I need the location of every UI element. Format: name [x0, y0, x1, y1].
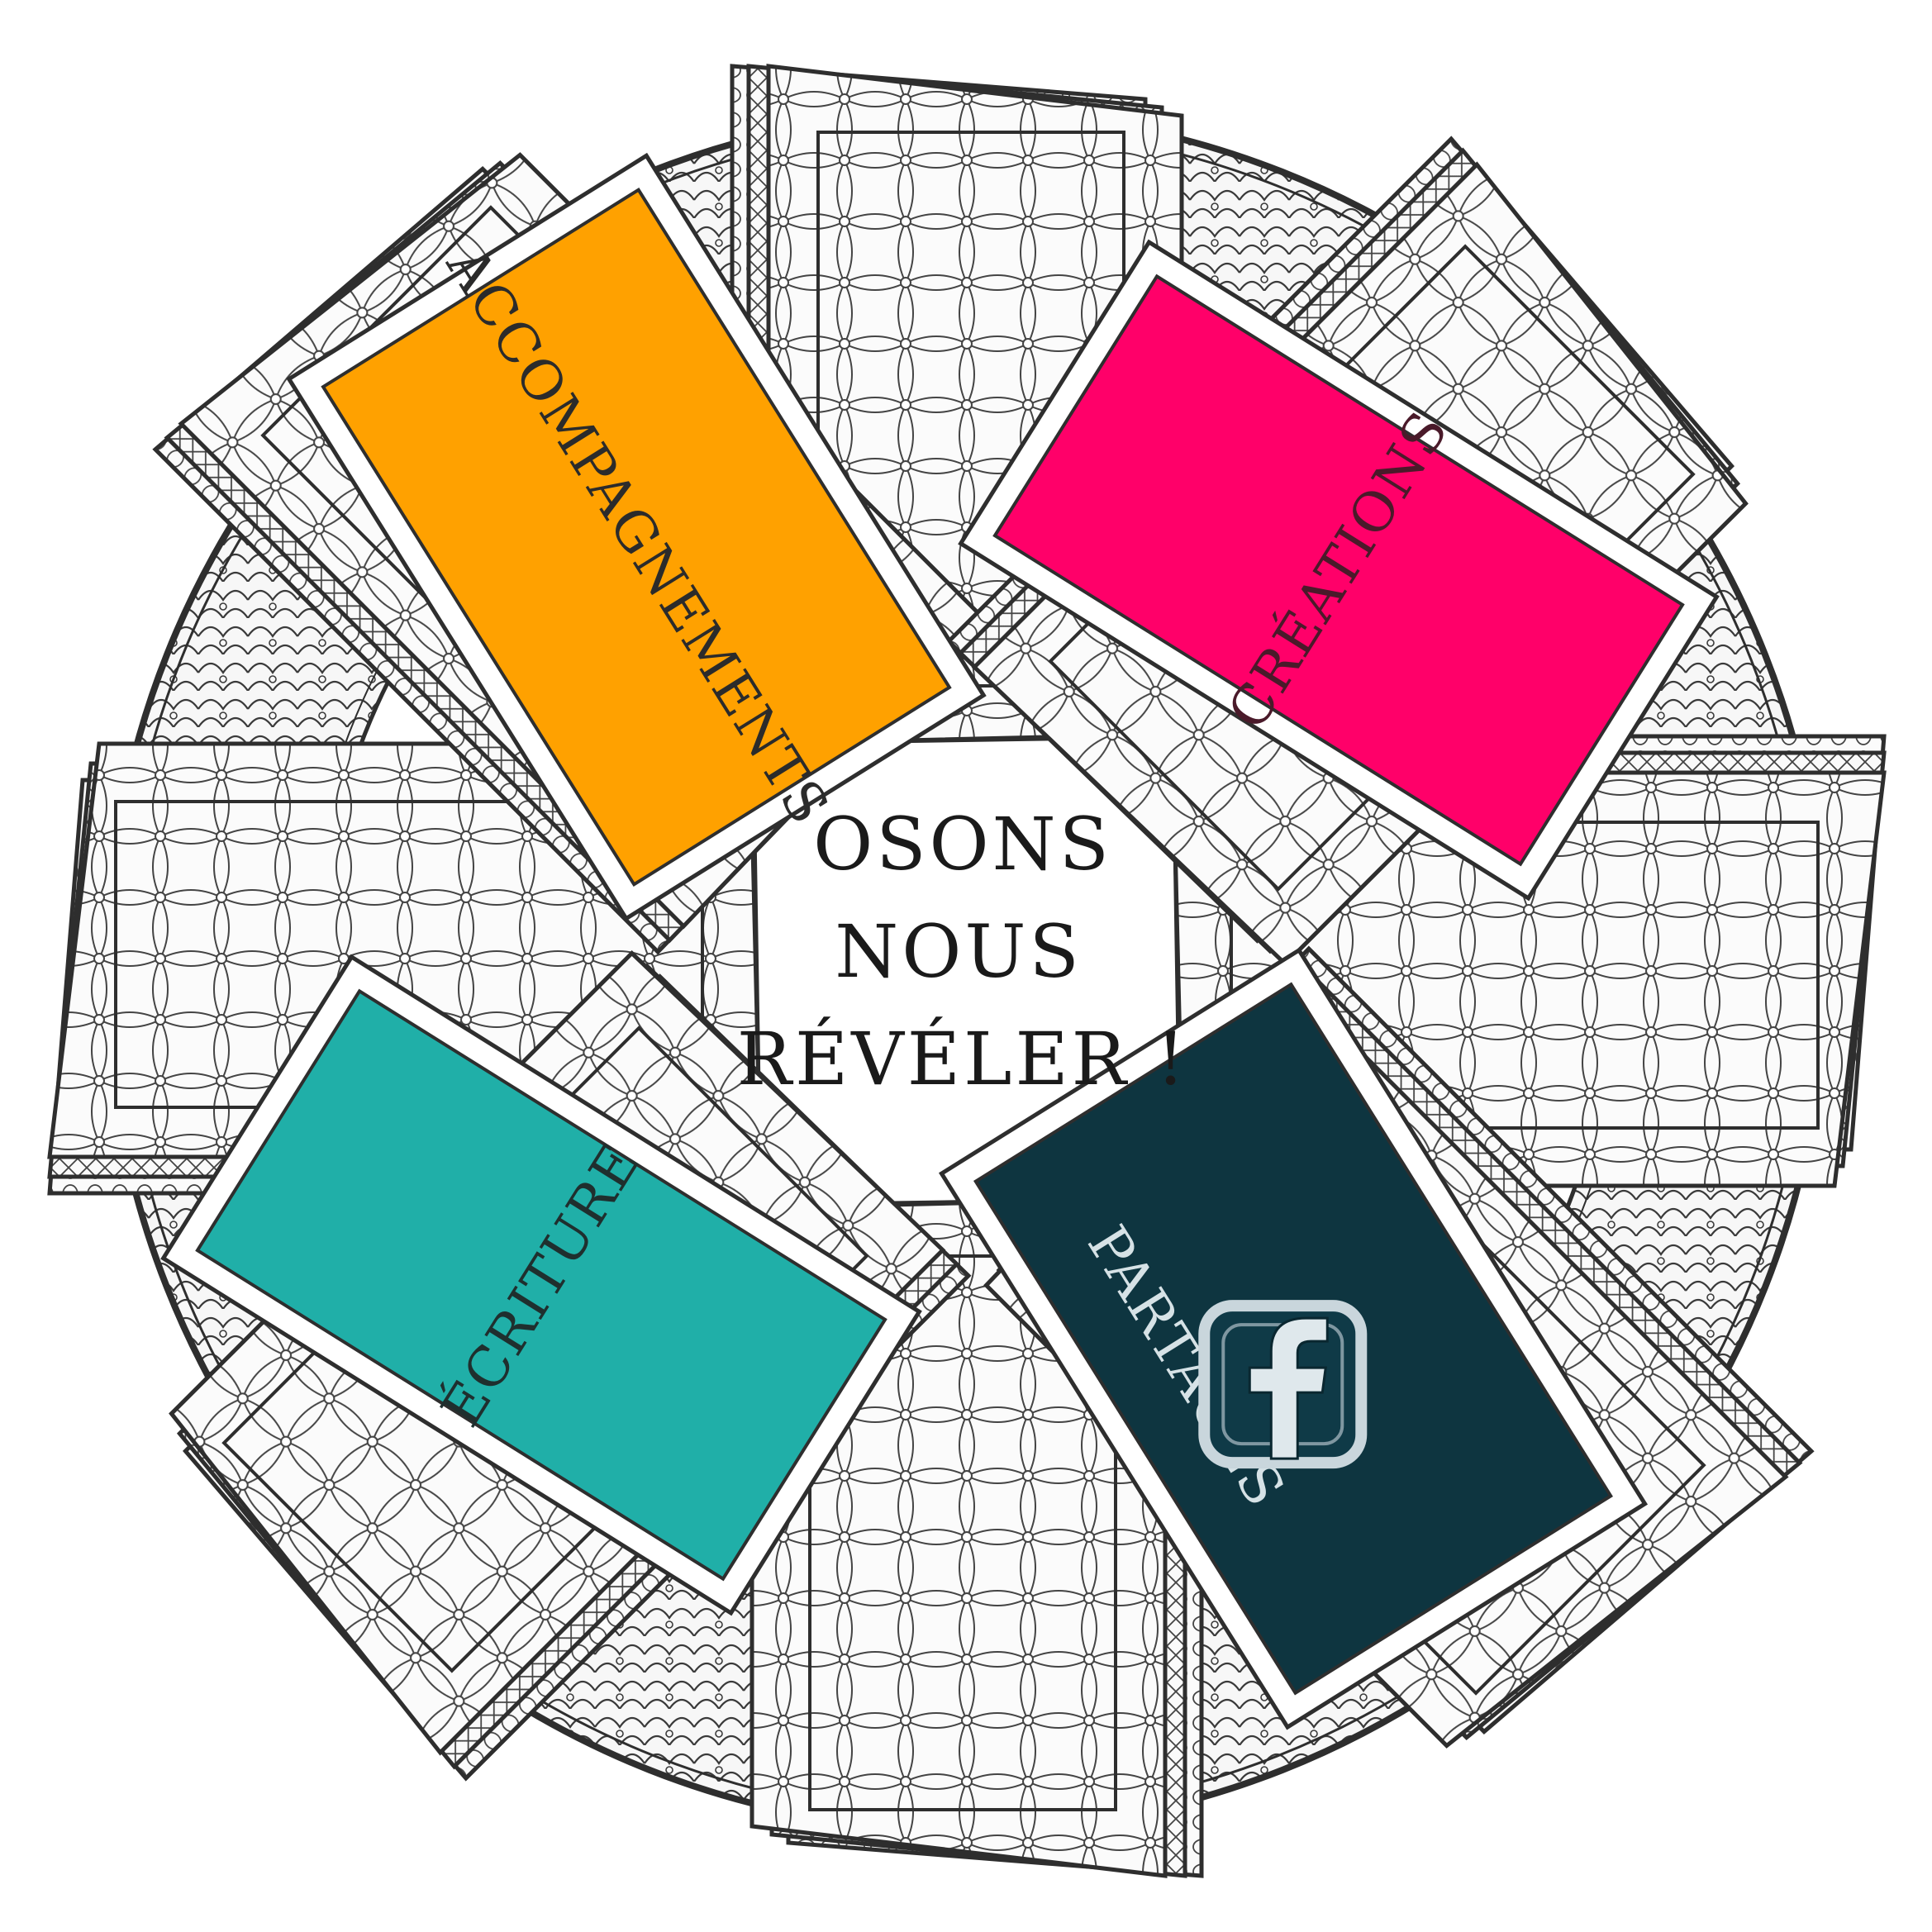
card-ecriture-face: [195, 988, 887, 1582]
card-accompagnements-face: [321, 187, 952, 887]
center-title-line3: RÉVÉLER !: [737, 1016, 1189, 1102]
card-accompagnements[interactable]: ACCOMPAGNEMENTS: [280, 142, 992, 932]
card-partages[interactable]: PARTAGES: [938, 947, 1649, 1730]
facebook-icon[interactable]: [1198, 1300, 1368, 1469]
card-creations-face: [992, 274, 1685, 867]
center-title-line1: OSONS: [813, 802, 1112, 887]
card-ecriture[interactable]: ÉCRITURE: [160, 954, 922, 1616]
card-creations[interactable]: CRÉATIONS: [958, 239, 1720, 902]
center-title-line2: NOUS: [835, 909, 1083, 994]
center-title: OSONS NOUS RÉVÉLER !: [737, 802, 1189, 1102]
